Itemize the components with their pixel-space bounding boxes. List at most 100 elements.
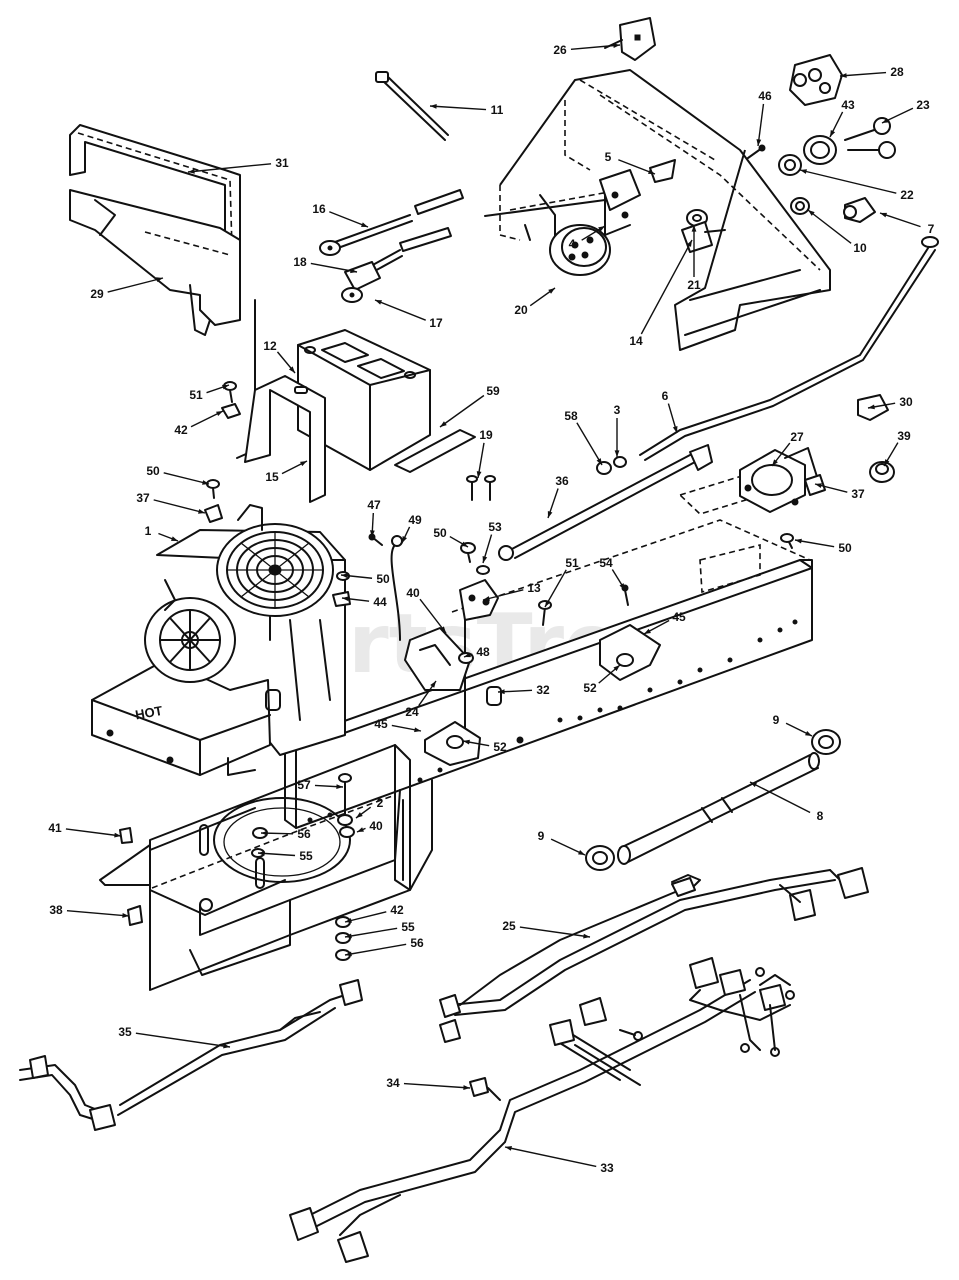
callout-number: 29: [90, 287, 104, 301]
callout-number: 30: [899, 395, 913, 409]
callout-number: 39: [897, 429, 911, 443]
callout-number: 45: [374, 717, 388, 731]
callout-arrowhead: [122, 913, 129, 918]
callout-number: 11: [491, 103, 504, 117]
callout-number: 21: [687, 278, 701, 292]
callout-4: 4: [569, 225, 606, 251]
callout-number: 1: [145, 524, 152, 538]
callout-arrowhead: [216, 411, 223, 417]
callout-number: 10: [853, 241, 867, 255]
callout-arrowhead: [356, 812, 363, 818]
callout-leader: [65, 828, 122, 837]
callout-32: 32: [497, 683, 550, 697]
callout-28: 28: [839, 65, 904, 79]
callout-leader: [570, 44, 621, 51]
callout-8: 8: [749, 781, 824, 823]
callout-leader: [749, 781, 811, 814]
callout-number: 32: [536, 683, 550, 697]
callout-55: 55: [344, 920, 415, 939]
callout-52: 52: [462, 739, 507, 754]
callout-number: 8: [817, 809, 824, 823]
callout-17: 17: [374, 299, 443, 330]
callout-20: 20: [514, 287, 556, 317]
callout-number: 50: [376, 572, 390, 586]
callout-14: 14: [629, 239, 693, 348]
callout-31: 31: [187, 156, 289, 174]
callout-number: 58: [564, 409, 578, 423]
callout-leader: [135, 1032, 231, 1048]
callout-number: 2: [377, 796, 384, 810]
callout-arrowhead: [288, 366, 295, 373]
callout-arrowhead: [463, 739, 470, 745]
callout-leader: [419, 598, 447, 634]
callout-arrowhead: [476, 471, 482, 478]
callout-34: 34: [386, 1076, 471, 1090]
callout-arrowhead: [691, 225, 697, 232]
callout-arrowhead: [619, 583, 625, 590]
callout-leader: [344, 943, 407, 956]
callout-arrowhead: [644, 628, 651, 634]
hood-brace: [69, 124, 241, 336]
callout-arrowhead: [648, 169, 655, 174]
callout-arrowhead: [440, 626, 446, 633]
callout-leader: [329, 211, 369, 228]
callout-arrowhead: [345, 933, 352, 939]
callout-24: 24: [405, 680, 437, 719]
callout-arrowhead: [261, 830, 268, 836]
callout-arrowhead: [461, 541, 468, 547]
callout-number: 18: [293, 255, 307, 269]
callout-number: 45: [672, 610, 686, 624]
callout-arrowhead: [880, 212, 887, 218]
callout-number: 36: [555, 474, 569, 488]
callout-arrowhead: [430, 104, 437, 109]
callout-leader: [374, 299, 426, 321]
callout-leader: [807, 209, 852, 244]
engine: HOT: [91, 504, 346, 776]
callout-number: 15: [265, 470, 279, 484]
callout-33: 33: [504, 1146, 614, 1175]
callout-arrowhead: [222, 384, 229, 390]
callout-arrowhead: [463, 1085, 470, 1090]
callout-16: 16: [312, 202, 369, 228]
callout-51: 51: [189, 384, 230, 402]
callout-44: 44: [341, 595, 387, 609]
callout-leader: [153, 499, 206, 514]
callout-number: 24: [405, 705, 419, 719]
callout-arrowhead: [198, 509, 205, 514]
callout-number: 14: [629, 334, 643, 348]
callout-leader: [482, 589, 524, 601]
callout-37: 37: [814, 483, 865, 501]
callout-arrowhead: [772, 459, 778, 466]
callout-leader: [163, 472, 210, 485]
callout-number: 56: [297, 827, 311, 841]
callout-number: 9: [773, 713, 780, 727]
callout-3: 3: [614, 403, 621, 457]
callout-22: 22: [799, 169, 914, 202]
callout-arrowhead: [613, 665, 620, 672]
callout-number: 17: [429, 316, 443, 330]
callout-13: 13: [482, 581, 541, 601]
callout-number: 50: [146, 464, 160, 478]
callout-leader: [879, 212, 921, 228]
callout-arrowhead: [114, 832, 121, 838]
callout-40: 40: [356, 819, 383, 833]
callout-52: 52: [583, 664, 621, 695]
callout-29: 29: [90, 277, 164, 301]
callout-number: 50: [433, 526, 447, 540]
callout-25: 25: [502, 919, 591, 939]
callout-arrowhead: [613, 43, 620, 48]
callout-12: 12: [263, 339, 296, 374]
dash-small-parts: [549, 17, 896, 276]
callout-15: 15: [265, 460, 308, 484]
callout-arrowhead: [808, 210, 815, 216]
callout-number: 5: [605, 150, 612, 164]
callout-number: 53: [488, 520, 502, 534]
callout-arrowhead: [440, 421, 447, 427]
callout-number: 33: [600, 1161, 614, 1175]
callout-number: 49: [408, 513, 422, 527]
callout-arrowhead: [800, 169, 807, 174]
callout-50: 50: [433, 526, 469, 548]
callout-arrowhead: [202, 480, 209, 485]
callout-55: 55: [257, 849, 313, 863]
